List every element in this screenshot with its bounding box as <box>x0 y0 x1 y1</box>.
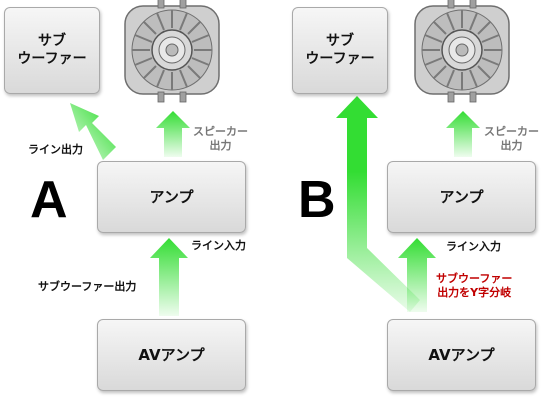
diagram-letter-b: B <box>298 171 336 229</box>
label-line-in-a: ライン入力 <box>191 239 246 252</box>
av-amp-label-a: AVアンプ <box>138 345 205 364</box>
diagram-letter-a: A <box>30 171 68 229</box>
arrow-a-amp-to-subwoofer <box>70 103 116 160</box>
amp-box-b: アンプ <box>387 161 536 233</box>
label-sub-out-a: サブウーファー出力 <box>38 280 137 293</box>
av-amp-label-b: AVアンプ <box>428 345 495 364</box>
amp-label-b: アンプ <box>439 187 484 206</box>
label-line-in-b: ライン入力 <box>446 240 501 253</box>
label-y-split-b: サブウーファー 出力をY字分岐 <box>436 272 513 300</box>
subwoofer-label-a: サブ ウーファー <box>17 33 87 67</box>
label-line-out-a: ライン出力 <box>28 143 83 156</box>
subwoofer-box-b: サブ ウーファー <box>292 7 388 94</box>
label-speaker-out-b: スピーカー 出力 <box>484 125 539 153</box>
arrow-b-amp-to-speaker <box>446 111 480 157</box>
amp-box-a: アンプ <box>97 161 246 233</box>
arrow-a-av-to-amp <box>150 238 188 316</box>
label-speaker-out-a: スピーカー 出力 <box>193 125 248 153</box>
arrow-a-amp-to-speaker <box>156 111 190 157</box>
av-amp-box-b: AVアンプ <box>387 319 536 391</box>
subwoofer-label-b: サブ ウーファー <box>305 33 375 67</box>
amp-label-a: アンプ <box>149 187 194 206</box>
av-amp-box-a: AVアンプ <box>97 319 246 391</box>
subwoofer-box-a: サブ ウーファー <box>4 7 100 94</box>
arrow-b-y-split-to-subwoofer <box>336 96 420 312</box>
